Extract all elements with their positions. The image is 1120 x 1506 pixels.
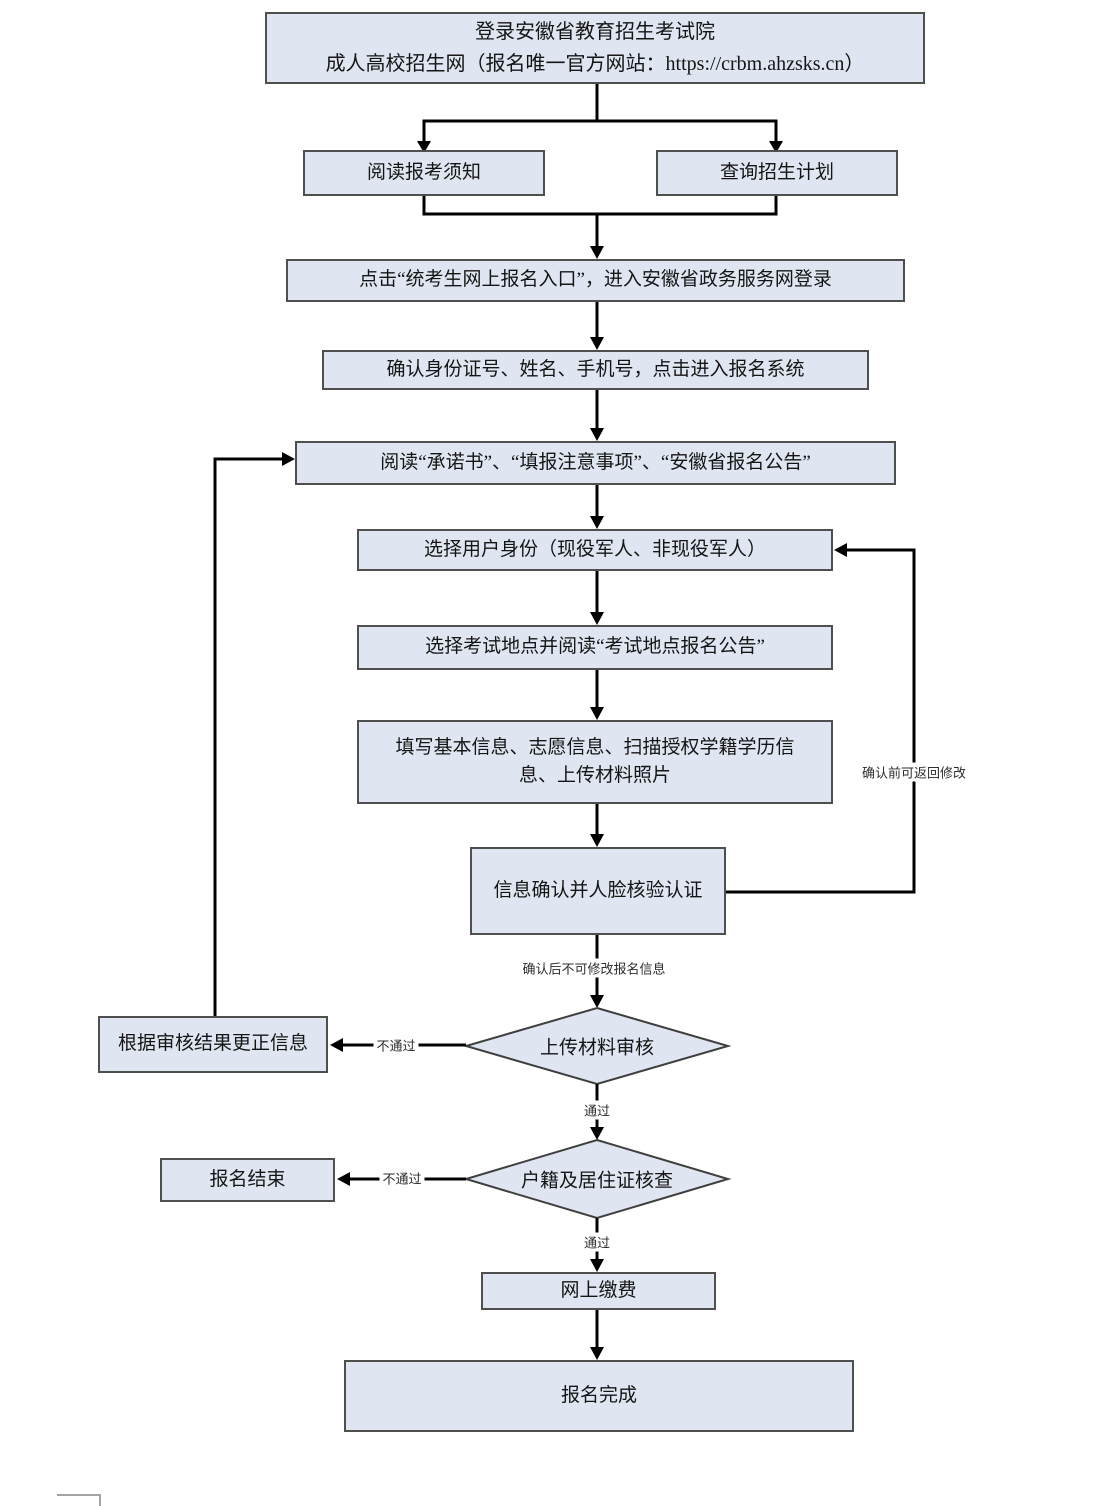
node-select-user-type: 选择用户身份（现役军人、非现役军人） (357, 529, 833, 571)
node-login-site-line1: 登录安徽省教育招生考试院 (475, 21, 715, 43)
edge-label-check-pass: 通过 (580, 1232, 614, 1252)
arrowhead (590, 707, 604, 720)
edge-label-review-pass: 通过 (580, 1100, 614, 1120)
node-login-site-line2: 成人高校招生网（报名唯一官方网站：https://crbm.ahzsks.cn） (325, 53, 865, 75)
node-read-documents: 阅读“承诺书”、“填报注意事项”、“安徽省报名公告” (295, 441, 896, 485)
node-confirm-identity: 确认身份证号、姓名、手机号，点击进入报名系统 (322, 350, 869, 390)
connector-merge (422, 196, 778, 216)
connector-split (422, 119, 778, 144)
decision-material-review-label: 上传材料审核 (539, 1037, 655, 1059)
arrowhead (590, 1127, 604, 1140)
node-select-exam-site: 选择考试地点并阅读“考试地点报名公告” (357, 625, 833, 670)
node-registration-complete: 报名完成 (344, 1360, 854, 1432)
node-pay-online: 网上缴费 (481, 1272, 716, 1310)
arrowhead (590, 1347, 604, 1360)
node-correct-information: 根据审核结果更正信息 (98, 1016, 328, 1073)
edge-label-after-confirm: 确认后不可修改报名信息 (519, 958, 669, 978)
edge-label-check-fail: 不通过 (379, 1168, 425, 1188)
node-click-entry: 点击“统考生网上报名入口”，进入安徽省政务服务网登录 (286, 259, 905, 302)
arrowhead (590, 428, 604, 441)
arrowhead (590, 516, 604, 529)
arrowhead (590, 612, 604, 625)
arrowhead (590, 1259, 604, 1272)
node-read-notice: 阅读报考须知 (303, 150, 545, 196)
node-fill-information: 填写基本信息、志愿信息、扫描授权学籍学历信息、上传材料照片 (357, 720, 833, 804)
connector-feedback-right (726, 548, 916, 894)
arrowhead (769, 141, 783, 153)
connector-feedback-left (213, 457, 283, 1016)
arrowhead (590, 246, 604, 259)
arrowhead (834, 543, 847, 557)
arrowhead (282, 452, 295, 466)
arrowhead (590, 834, 604, 847)
edge-label-review-fail: 不通过 (373, 1035, 419, 1055)
arrowhead (330, 1038, 343, 1052)
edge-label-before-confirm: 确认前可返回修改 (858, 762, 970, 782)
decision-residence-check-label: 户籍及居住证核查 (520, 1170, 674, 1192)
arrowhead (590, 337, 604, 350)
arrowhead (417, 141, 431, 153)
node-registration-closed: 报名结束 (160, 1158, 335, 1202)
arrowhead (590, 995, 604, 1008)
arrowhead (337, 1172, 350, 1186)
cropped-box-artifact (57, 1494, 101, 1506)
node-query-plan: 查询招生计划 (656, 150, 898, 196)
node-login-site: 登录安徽省教育招生考试院 成人高校招生网（报名唯一官方网站：https://cr… (265, 12, 925, 84)
node-confirm-face-check: 信息确认并人脸核验认证 (470, 847, 726, 935)
